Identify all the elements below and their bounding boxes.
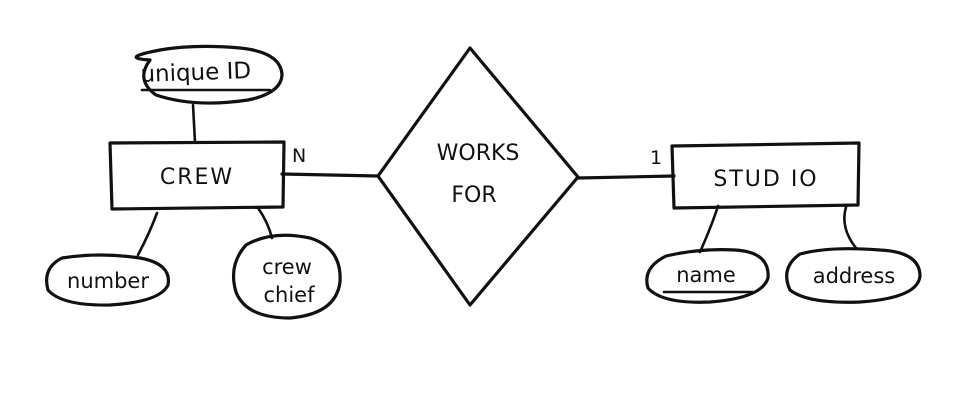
connector-relationship-studio bbox=[576, 174, 676, 180]
relationship-diamond bbox=[376, 46, 580, 307]
entity-crew-box bbox=[108, 140, 286, 211]
attribute-unique-id-label: unique ID bbox=[140, 58, 252, 88]
connector-studio-name bbox=[698, 204, 720, 254]
cardinality-studio-side: 1 bbox=[650, 147, 662, 169]
connector-uniqueid-crew bbox=[191, 103, 197, 144]
relationship-label-line2: FOR bbox=[451, 183, 496, 208]
attribute-number: number bbox=[45, 253, 171, 307]
attribute-unique-id: unique ID bbox=[134, 44, 284, 105]
attribute-number-ellipse bbox=[45, 253, 171, 307]
cardinality-crew-side: N bbox=[292, 145, 306, 167]
relationship-label-line1: WORKS bbox=[437, 141, 520, 166]
attribute-address-label: address bbox=[813, 264, 896, 288]
relationship-works-for: WORKS FOR bbox=[376, 46, 580, 307]
attribute-name-label: name bbox=[676, 263, 736, 287]
attribute-name-ellipse bbox=[645, 248, 770, 304]
connector-studio-address bbox=[843, 205, 858, 250]
entity-studio-label: STUD IO bbox=[713, 167, 818, 192]
attribute-crew-chief-label-line1: crew bbox=[262, 255, 312, 279]
entity-crew-label: CREW bbox=[160, 165, 234, 190]
connector-crew-relationship bbox=[280, 172, 380, 178]
attribute-crew-chief-label-line2: chief bbox=[263, 283, 315, 307]
entity-crew: CREW bbox=[108, 140, 286, 211]
connector-crew-number bbox=[136, 211, 159, 257]
entity-studio-box bbox=[670, 141, 861, 210]
attribute-crew-chief: crew chief bbox=[232, 233, 342, 320]
attribute-name: name bbox=[645, 248, 770, 304]
attribute-unique-id-ellipse bbox=[134, 44, 284, 105]
entity-studio: STUD IO bbox=[670, 141, 861, 210]
attribute-address-ellipse bbox=[785, 247, 922, 304]
attribute-number-label: number bbox=[67, 269, 149, 293]
attribute-crew-chief-ellipse bbox=[232, 233, 342, 320]
connector-crew-crewchief bbox=[256, 206, 274, 240]
attribute-address: address bbox=[785, 247, 922, 304]
